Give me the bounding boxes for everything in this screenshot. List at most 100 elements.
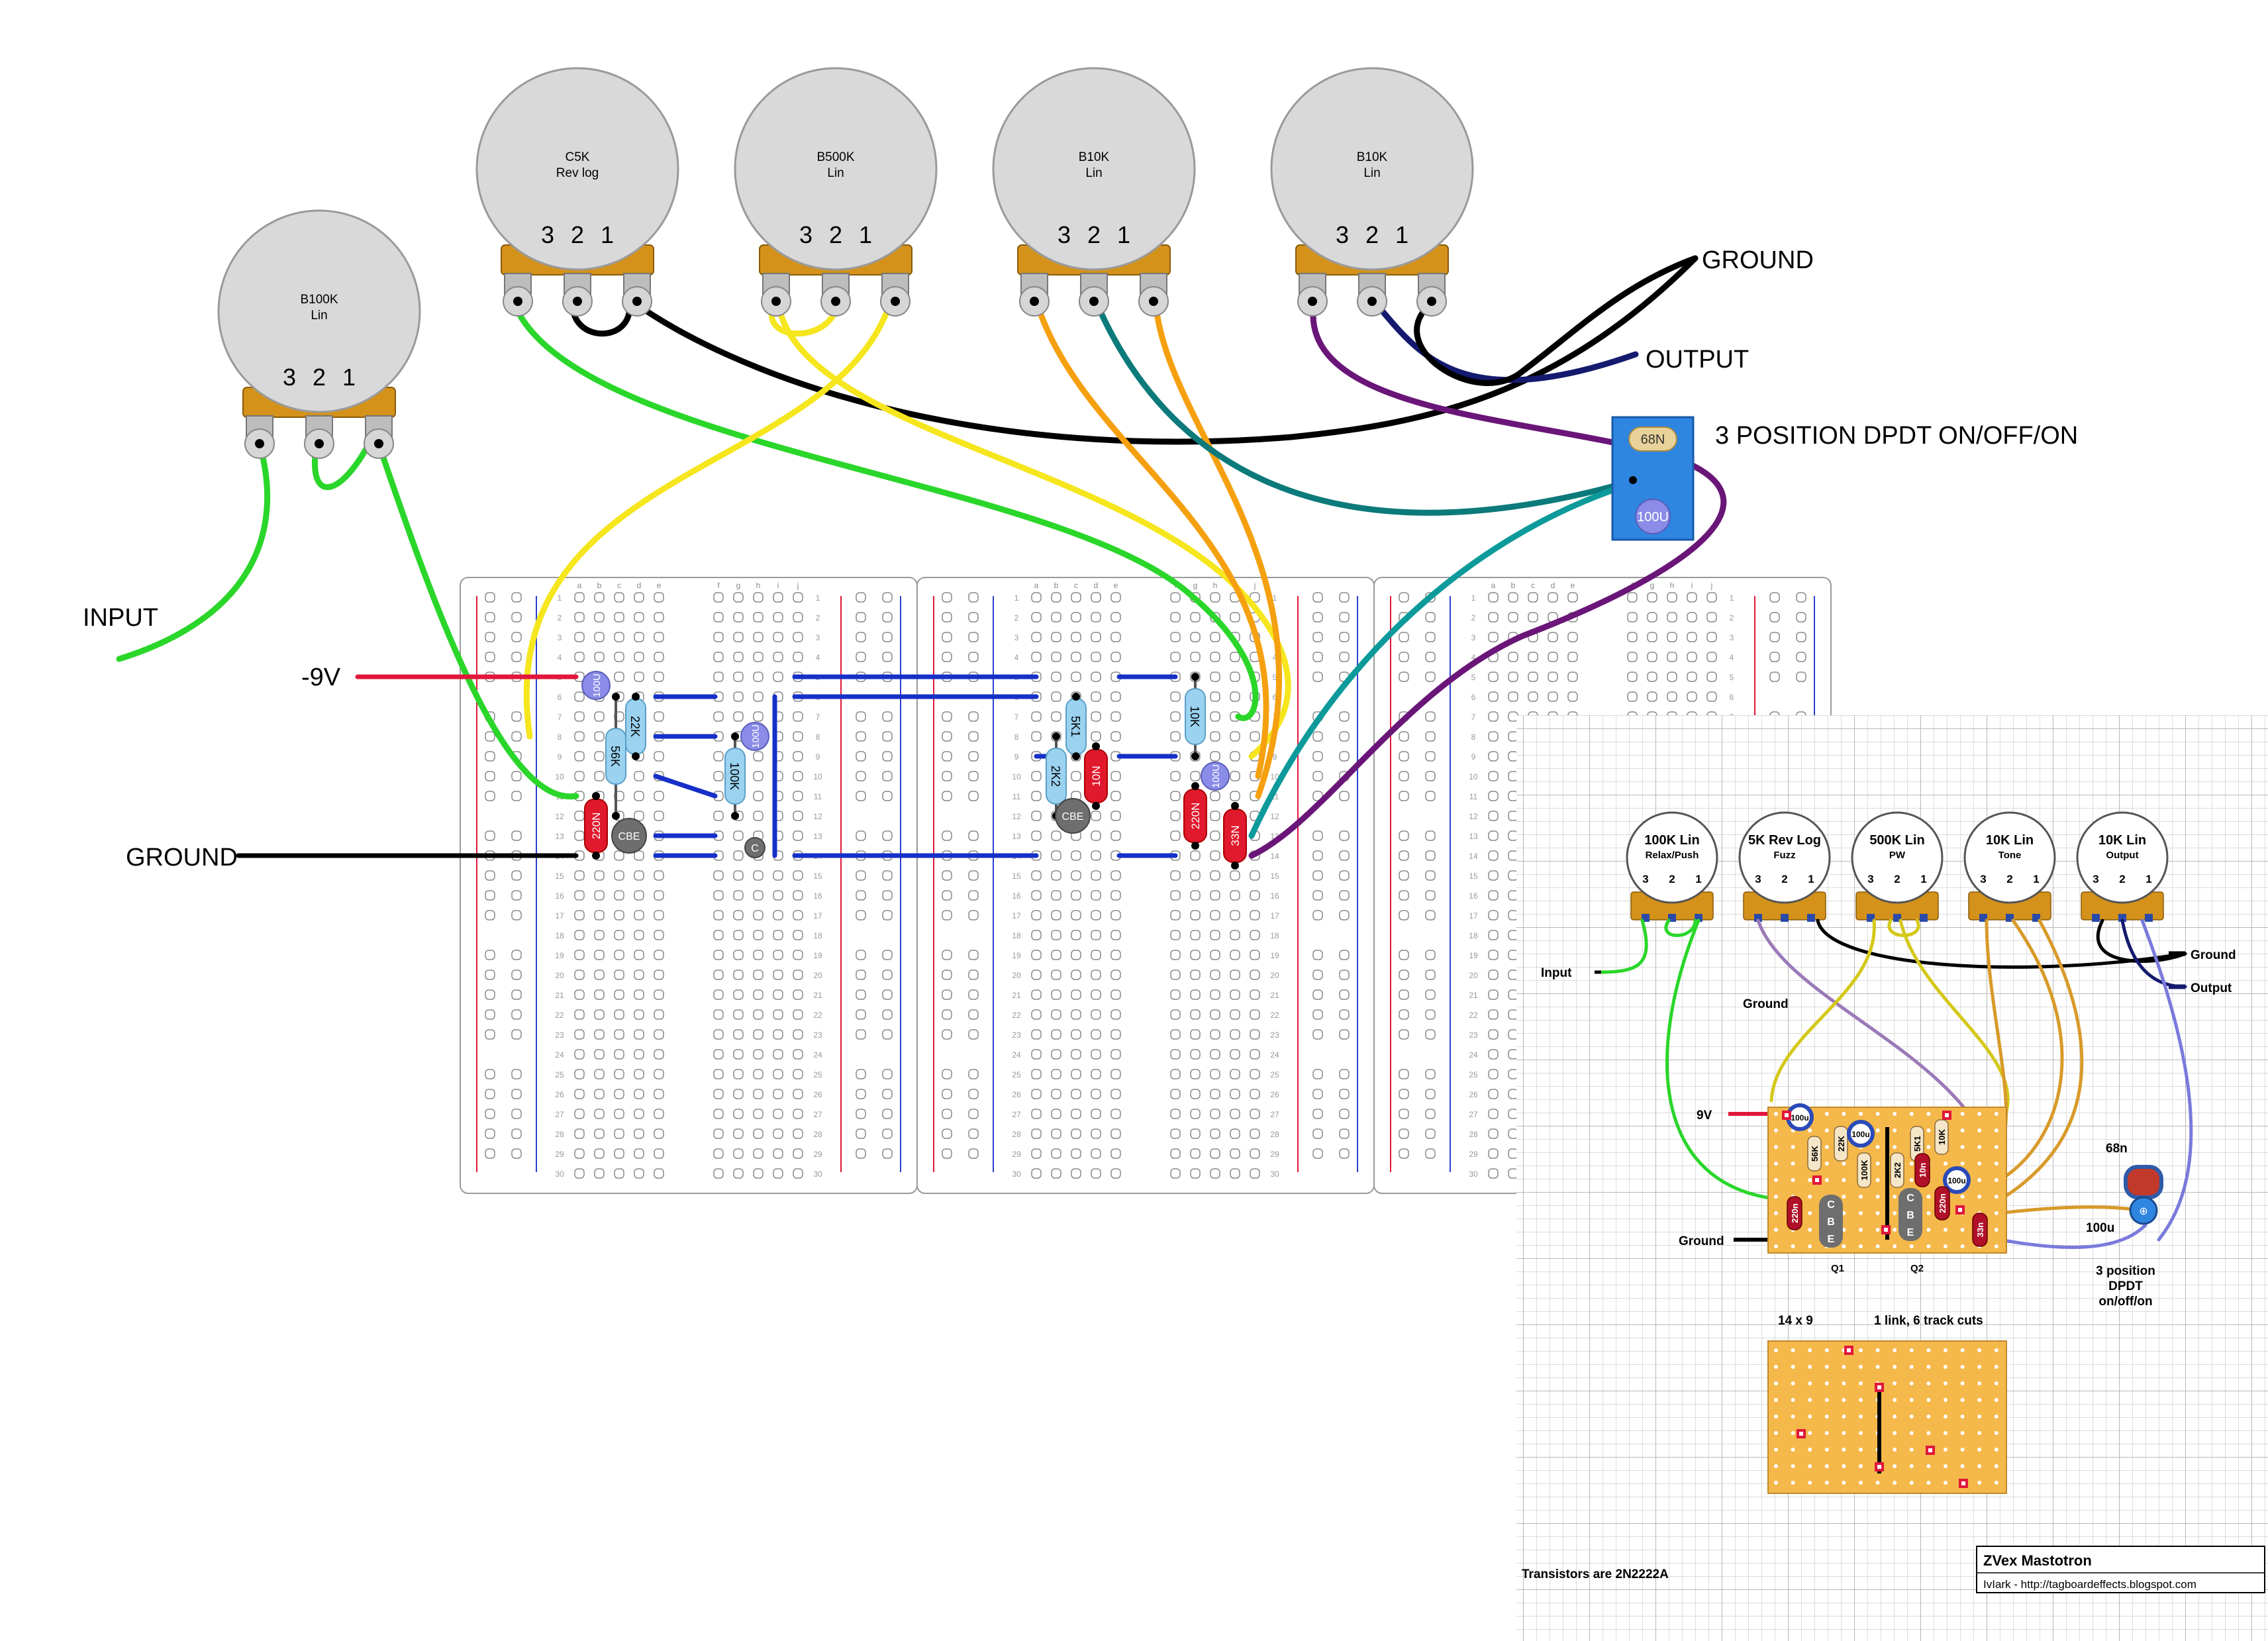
bb-resistor-100k: 100K [724,732,746,820]
col-letter: e [657,581,662,590]
svg-text:22K: 22K [628,716,642,737]
row-number: 18 [1469,931,1478,940]
row-number: 30 [1270,1169,1279,1179]
pot-pin-number: 2 [829,221,842,248]
row-number: 12 [1469,812,1478,821]
row-number: 8 [1014,732,1019,742]
col-letter: g [736,581,741,590]
row-number: 25 [1012,1070,1021,1079]
row-number: 3 [816,633,820,642]
pot-taper: Lin [1363,166,1380,180]
diagram-labels: INPUT -9V GROUND GROUND OUTPUT 3 POSITIO… [83,246,2078,871]
col-letter: c [1074,581,1078,590]
pot-value: C5K [566,150,590,164]
svg-text:⊕: ⊕ [2139,1206,2147,1217]
svg-text:C: C [1827,1199,1835,1211]
row-number: 4 [1471,653,1476,662]
panel-switch-desc-2: DPDT [2108,1279,2143,1293]
strip-component: 10n [1914,1153,1930,1187]
svg-text:2: 2 [1781,873,1787,885]
svg-text:2K2: 2K2 [1049,766,1062,787]
row-number: 12 [1270,812,1279,821]
pot-pin-number: 1 [1117,221,1130,248]
row-number: 13 [1012,832,1021,841]
svg-text:100K: 100K [1859,1160,1869,1181]
strip-size-label: 14 x 9 [1778,1314,1813,1328]
panel-label-ground-mid: Ground [1743,997,1789,1011]
row-number: 12 [813,812,822,821]
row-number: 17 [1270,911,1279,920]
bb-resistor-56k: 56K [605,693,626,820]
pot-pin-number: 3 [1336,221,1349,248]
svg-text:C: C [1906,1193,1914,1204]
col-letter: f [717,581,720,590]
svg-text:100K Lin: 100K Lin [1644,833,1699,848]
svg-text:CBE: CBE [618,831,640,842]
label-ground-board: GROUND [126,844,238,871]
bb-resistor-10k: 10K [1185,673,1206,760]
svg-text:10n: 10n [1918,1163,1928,1177]
row-number: 19 [1270,951,1279,960]
wire-b10k-teal [1093,298,1639,516]
svg-text:5K1: 5K1 [1069,716,1082,737]
svg-text:100K: 100K [728,762,741,790]
pot-pin-number: 2 [1365,221,1379,248]
row-number: 22 [1270,1011,1279,1020]
label-neg9v: -9V [301,664,341,691]
bb-cap-10n: 10N [1084,742,1108,810]
svg-text:10K Lin: 10K Lin [1986,833,2034,848]
row-number: 19 [813,951,822,960]
bb-transistor-small: C [744,837,765,858]
svg-text:100U: 100U [1210,764,1222,788]
row-number: 16 [813,891,822,901]
svg-text:10N: 10N [1090,766,1103,786]
col-letter: h [756,581,761,590]
pot-pin-number: 1 [342,364,356,391]
col-letter: d [637,581,642,590]
svg-text:3: 3 [1867,873,1873,885]
row-number: 29 [1469,1150,1478,1159]
row-number: 1 [1014,593,1019,603]
panel-label-input: Input [1541,966,1572,980]
row-number: 9 [1471,752,1476,762]
strip-component: 100u [1786,1103,1814,1131]
svg-text:2K2: 2K2 [1893,1162,1902,1178]
row-number: 12 [1012,812,1021,821]
strip-component: 100u [1943,1166,1971,1194]
pot-pin-number: 2 [1087,221,1101,248]
row-number: 17 [555,911,564,920]
row-number: 8 [1471,732,1476,742]
row-number: 20 [1270,971,1279,980]
row-number: 27 [1270,1110,1279,1119]
row-number: 28 [813,1130,822,1139]
row-number: 21 [555,991,564,1000]
wire-purple [1248,298,1727,859]
row-number: 28 [1270,1130,1279,1139]
svg-text:33N: 33N [1229,825,1242,846]
wire-b10k-orange-a [1033,298,1269,779]
wire-b10k-orange-b [1152,298,1282,799]
row-number: 6 [1730,693,1734,702]
row-number: 29 [1012,1150,1021,1159]
col-letter: g [1193,581,1198,590]
row-number: 9 [816,752,820,762]
pot-pin-number: 3 [1058,221,1071,248]
panel-label-output-right: Output [2191,981,2232,995]
pot-taper: Lin [311,309,327,323]
dpdt-switch: 68N 100U [1611,416,1695,541]
row-number: 23 [555,1030,564,1040]
row-number: 25 [1270,1070,1279,1079]
svg-text:B: B [1827,1217,1835,1228]
row-number: 1 [1730,593,1734,603]
pot-taper: Lin [827,166,844,180]
row-number: 17 [1469,911,1478,920]
row-number: 7 [816,713,820,722]
col-letter: j [797,581,799,590]
panel-label-ground-bottom: Ground [1679,1234,1724,1248]
